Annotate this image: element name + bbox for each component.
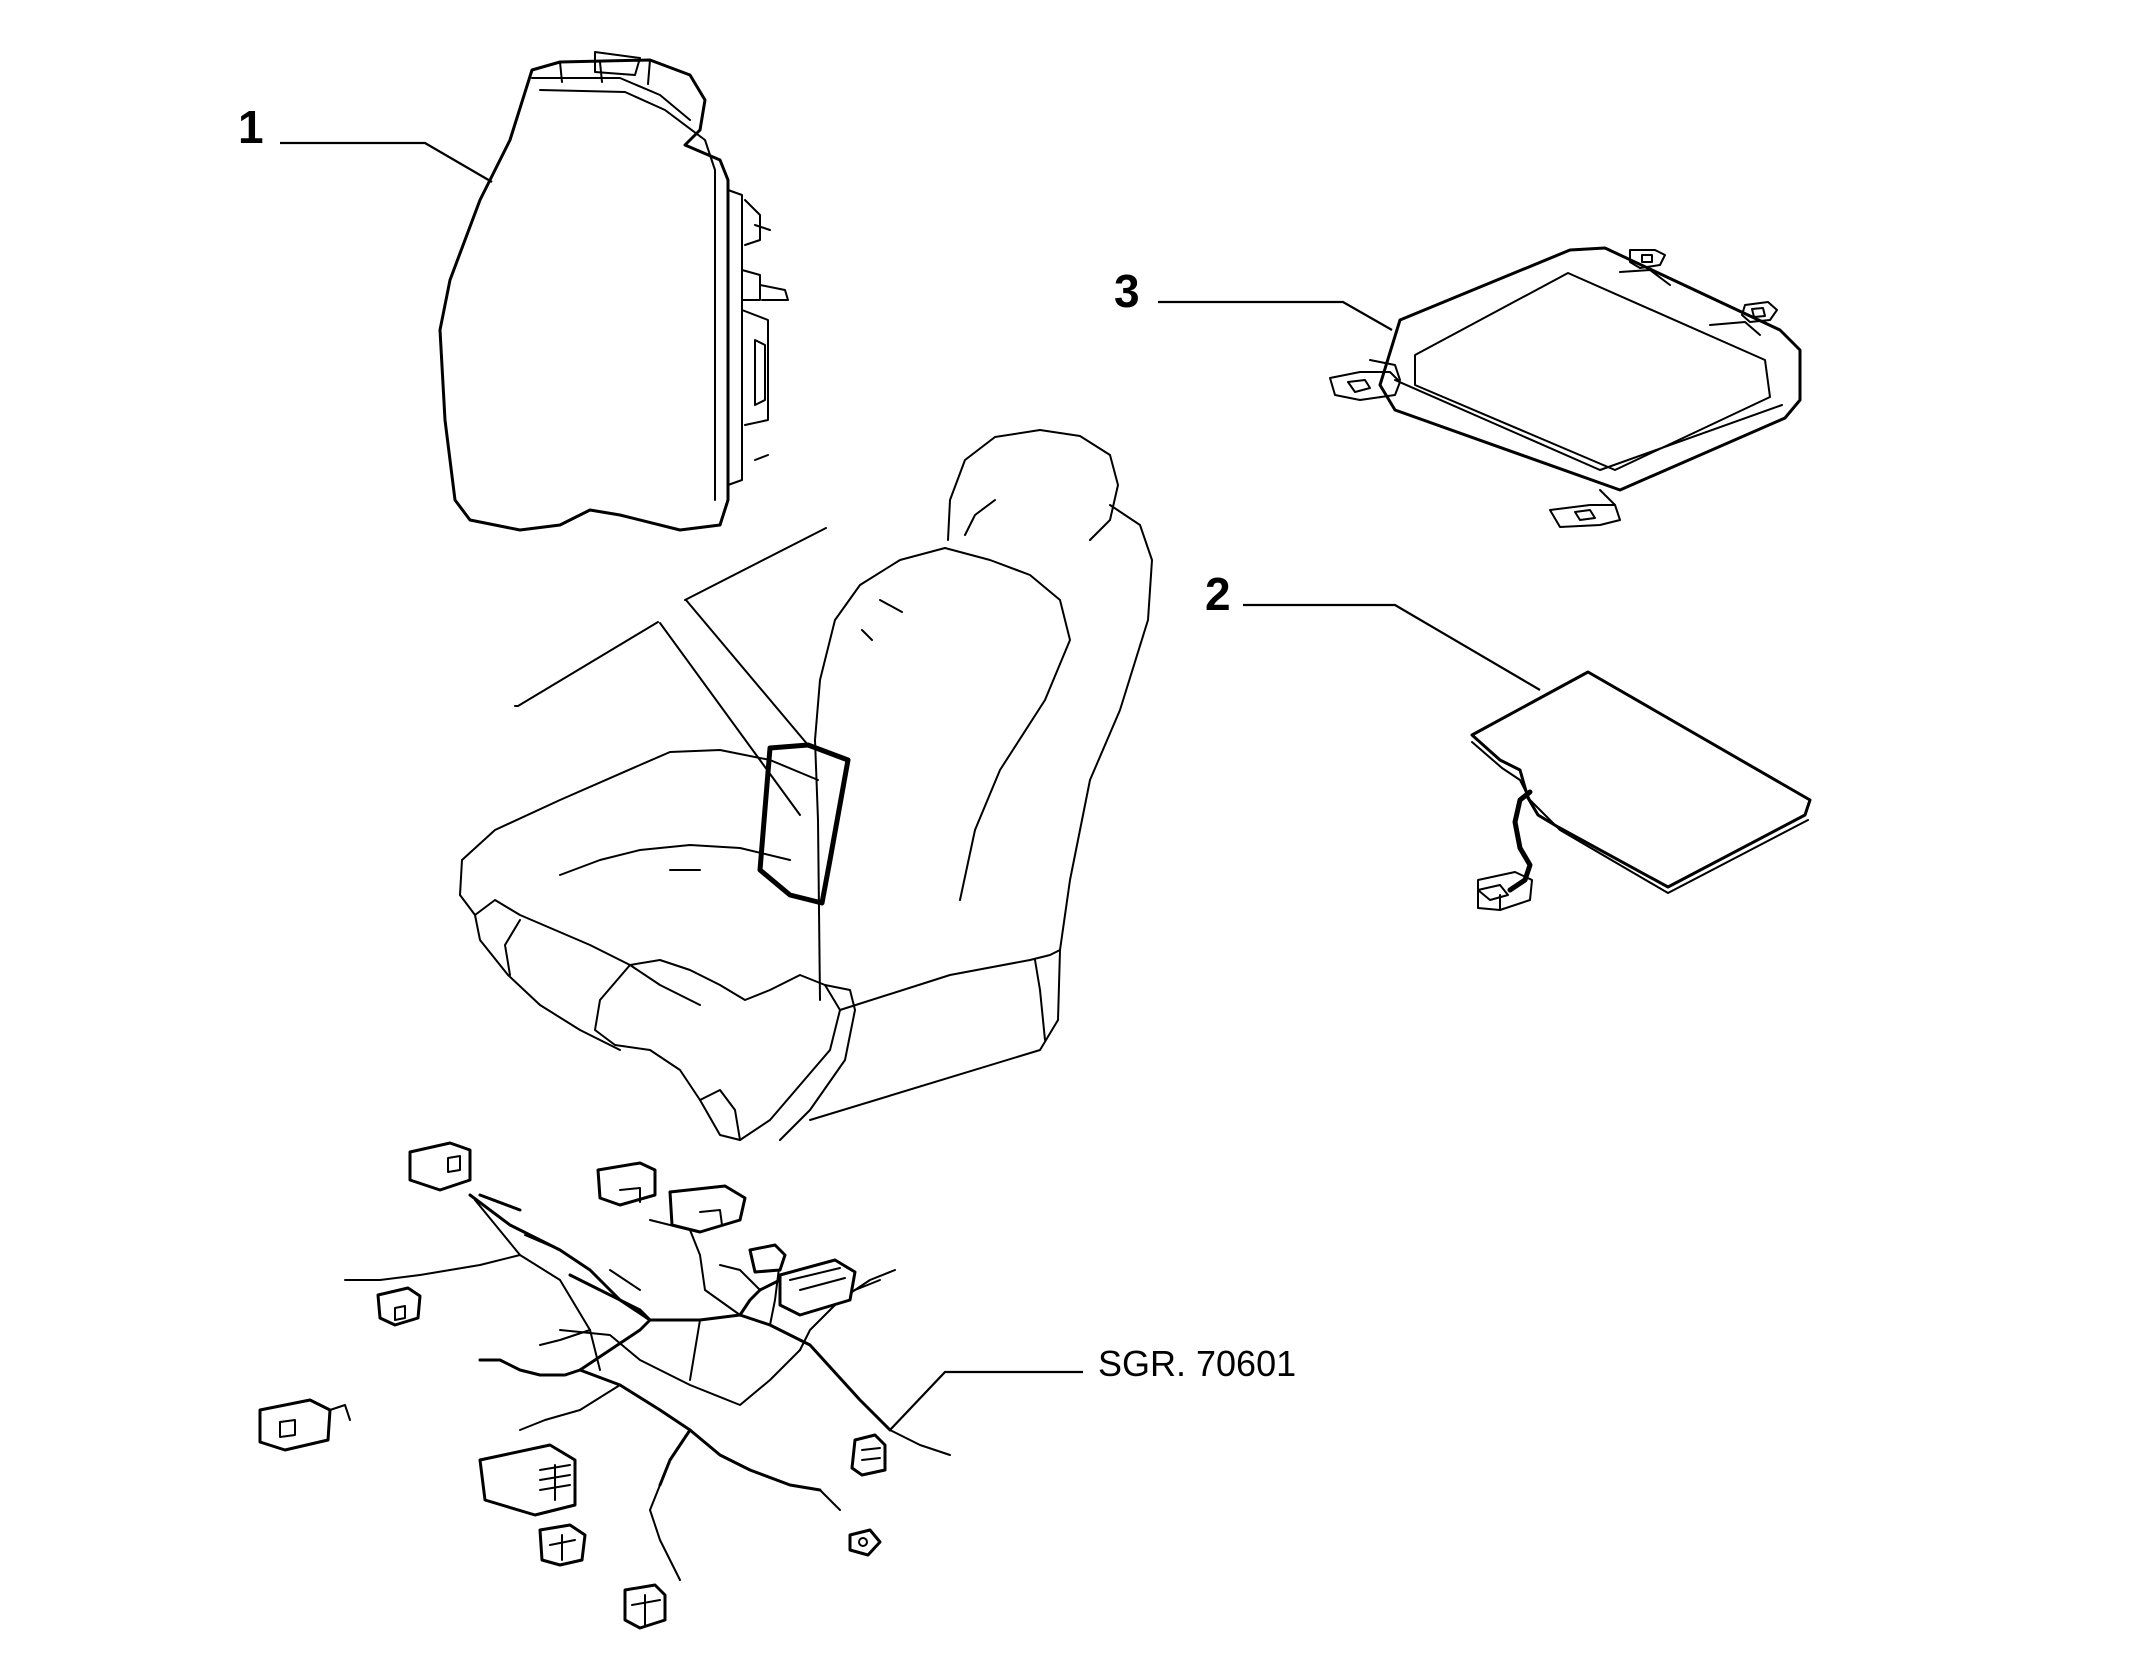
leader-line-3 bbox=[1158, 300, 1393, 331]
wiring-harness bbox=[258, 1141, 951, 1630]
seat-outline bbox=[459, 429, 1153, 1141]
connector-c bbox=[668, 1184, 747, 1234]
ground-terminal bbox=[848, 1528, 882, 1557]
connector-d bbox=[748, 1243, 787, 1274]
leader-line-1 bbox=[280, 141, 493, 183]
connector-e bbox=[778, 1258, 857, 1317]
callout-1: 1 bbox=[238, 101, 264, 153]
connector-h bbox=[478, 1443, 577, 1517]
backrest-airbag-module bbox=[438, 51, 789, 532]
seat-sensor-pad bbox=[1470, 670, 1812, 911]
leader-line-2 bbox=[1243, 603, 1541, 691]
leader-line-ref bbox=[889, 1370, 1083, 1431]
callout-2: 2 bbox=[1205, 568, 1231, 620]
reference-label: SGR. 70601 bbox=[1098, 1343, 1296, 1384]
connector-a bbox=[408, 1141, 472, 1192]
connector-k bbox=[850, 1433, 887, 1477]
occupancy-sensor-mat bbox=[1329, 246, 1802, 528]
callout-3: 3 bbox=[1114, 265, 1140, 317]
connector-b bbox=[596, 1161, 657, 1207]
